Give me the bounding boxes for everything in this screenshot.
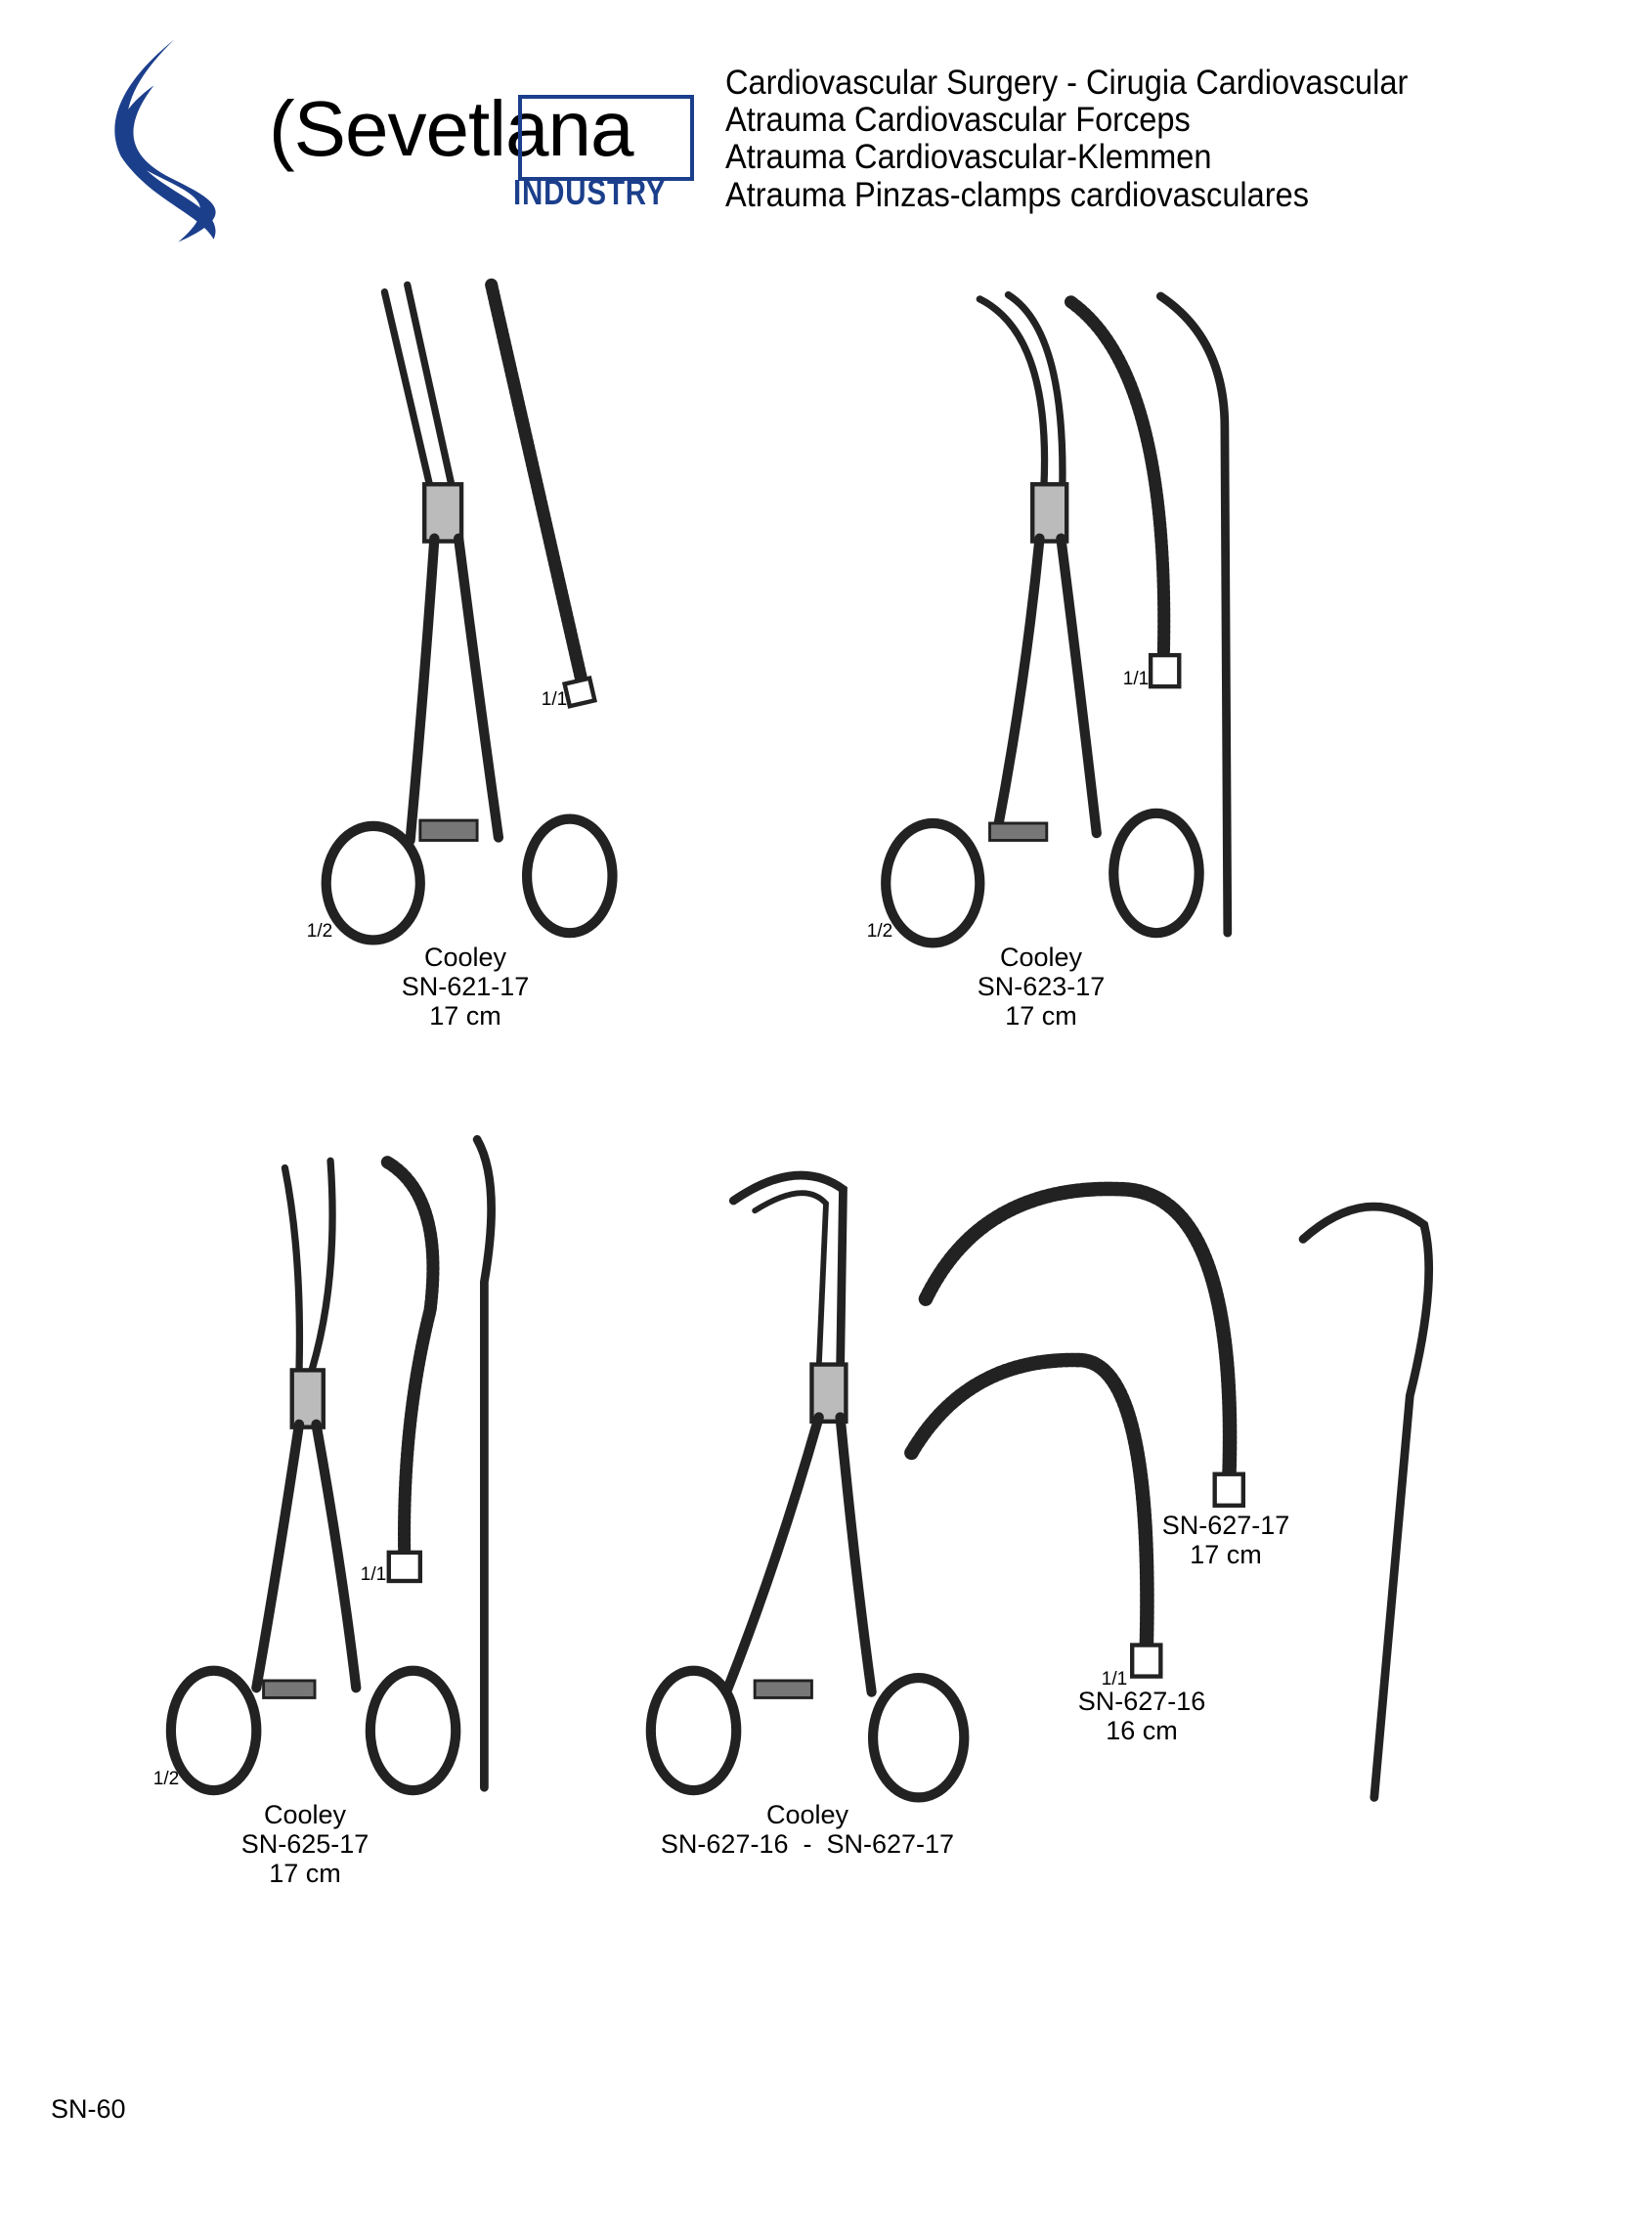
header-line-3: Atrauma Cardiovascular-Klemmen (725, 138, 1212, 176)
product-code: SN-623-17 (977, 972, 1106, 1001)
header-line-2: Atrauma Cardiovascular Forceps (725, 101, 1191, 139)
product-name: Cooley (999, 943, 1083, 972)
product-name: Cooley (423, 943, 507, 972)
scale-label: 1/1 (1101, 1669, 1128, 1690)
product-code: SN-627-16 - SN-627-17 (660, 1829, 955, 1859)
product-size: 17 cm (1005, 1001, 1077, 1031)
product-caption: Cooley SN-625-17 17 cm (109, 1800, 500, 1888)
scale-label: 1/1 (360, 1564, 387, 1585)
product-size: 17 cm (429, 1001, 501, 1031)
forceps-sn-625-17-illustration (165, 1135, 496, 1796)
product-caption: Cooley SN-623-17 17 cm (846, 943, 1237, 1031)
forceps-sn-623-17-illustration (881, 290, 1233, 948)
product-caption: Cooley SN-621-17 17 cm (270, 943, 661, 1031)
forceps-sn-621-17-illustration (321, 278, 618, 945)
scale-label: 1/1 (1122, 669, 1150, 689)
page-number: SN-60 (51, 2094, 126, 2124)
product-caption: Cooley SN-627-16 - SN-627-17 (612, 1800, 1003, 1859)
variant-caption: SN-627-16 16 cm (946, 1687, 1337, 1745)
product-name: Cooley (765, 1800, 849, 1829)
product-code: SN-621-17 (401, 972, 530, 1001)
logo-swoosh-icon (114, 39, 216, 242)
brand-name-part2: lana (489, 85, 633, 172)
brand-logo: (Sevetlana (269, 90, 633, 168)
scale-label: 1/1 (541, 689, 568, 710)
variant-code: SN-627-16 (1077, 1687, 1206, 1716)
variant-caption: SN-627-17 17 cm (1030, 1511, 1421, 1569)
variant-size: 17 cm (1190, 1540, 1262, 1569)
forceps-sn-627-illustration (645, 1170, 1434, 1803)
product-name: Cooley (263, 1800, 347, 1829)
brand-name-part1: (Sevet (269, 85, 490, 172)
scale-label: 1/2 (152, 1769, 180, 1789)
scale-label: 1/2 (866, 921, 893, 942)
header-line-4: Atrauma Pinzas-clamps cardiovasculares (725, 176, 1309, 214)
product-code: SN-625-17 (240, 1829, 370, 1859)
brand-subtitle: INDUSTRY (513, 172, 667, 212)
variant-code: SN-627-17 (1161, 1511, 1290, 1540)
product-size: 17 cm (269, 1859, 341, 1888)
header-line-1: Cardiovascular Surgery - Cirugia Cardiov… (725, 64, 1409, 102)
variant-size: 16 cm (1106, 1716, 1178, 1745)
brand-logo-box (518, 95, 694, 181)
scale-label: 1/2 (306, 921, 333, 942)
